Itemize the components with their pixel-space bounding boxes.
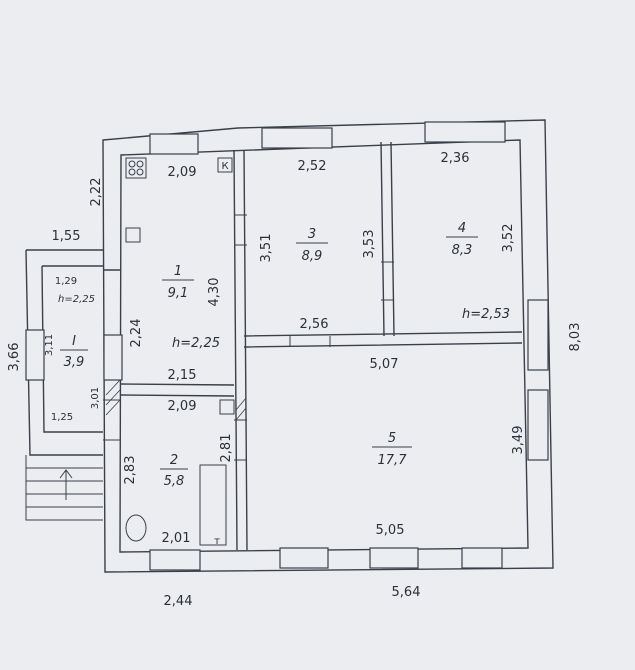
window [261, 127, 333, 149]
window [527, 299, 549, 371]
dim-2-09-bottom: 2,09 [168, 399, 197, 414]
room-1-number: 1 [174, 264, 182, 279]
dim-8-03: 8,03 [568, 323, 583, 352]
dim-2-81: 2,81 [219, 434, 234, 463]
window [527, 389, 549, 461]
height-vestibule: h=2,25 [58, 294, 95, 305]
dim-3-52: 3,52 [501, 224, 516, 253]
room-5-area: 17,7 [378, 453, 408, 468]
dim-2-56: 2,56 [300, 317, 329, 332]
dim-2-22: 2,22 [89, 178, 104, 207]
height-rooms-4-5: h=2,53 [462, 307, 510, 322]
dim-3-66: 3,66 [7, 343, 22, 372]
fixtures: К т [125, 157, 235, 547]
door-opening [289, 336, 331, 347]
dim-1-55: 1,55 [52, 229, 81, 244]
window [149, 133, 199, 155]
dim-3-53: 3,53 [362, 230, 377, 259]
room-I-area: 3,9 [64, 355, 85, 370]
room-4-area: 8,3 [452, 243, 473, 258]
wall-hatching [105, 379, 247, 421]
door-opening [103, 399, 121, 441]
room-labels: 1 9,1 2 5,8 3 8,9 4 8,3 5 17,7 I 3,9 [60, 221, 478, 489]
outer-walls [25, 119, 554, 573]
room-1-area: 9,1 [168, 286, 189, 301]
sink-icon [125, 227, 141, 243]
dim-4-30: 4,30 [207, 278, 222, 307]
room-5-number: 5 [388, 431, 396, 446]
dim-2-83: 2,83 [123, 456, 138, 485]
dimensions: 2,09 2,52 2,36 2,22 1,55 1,29 3,66 3,11 … [7, 151, 583, 609]
room-4-number: 4 [458, 221, 466, 236]
dim-2-09-top: 2,09 [168, 165, 197, 180]
dim-2-24: 2,24 [129, 319, 144, 348]
dim-3-11: 3,11 [44, 334, 55, 356]
windows [25, 121, 549, 571]
toilet-icon [125, 514, 147, 542]
dim-3-51: 3,51 [259, 234, 274, 263]
room-I-number: I [72, 334, 76, 349]
dim-2-01: 2,01 [162, 531, 191, 546]
window [279, 547, 329, 569]
window [369, 547, 419, 569]
boiler-icon [217, 157, 233, 173]
dim-2-15: 2,15 [168, 368, 197, 383]
dim-3-49: 3,49 [511, 426, 526, 455]
dim-1-29: 1,29 [55, 276, 77, 287]
height-room-1: h=2,25 [172, 336, 220, 351]
window [103, 334, 123, 381]
stove-icon [125, 157, 147, 179]
room-3-number: 3 [308, 227, 316, 242]
dim-2-44: 2,44 [164, 594, 193, 609]
chimney-icon [219, 399, 235, 415]
doors [103, 214, 394, 461]
dim-1-25: 1,25 [51, 412, 73, 423]
entry-arrow-icon [59, 469, 73, 500]
dim-2-36: 2,36 [441, 151, 470, 166]
room-3-area: 8,9 [302, 249, 323, 264]
dim-5-64: 5,64 [392, 585, 421, 600]
room-2-number: 2 [170, 453, 178, 468]
bathtub-icon [199, 464, 227, 546]
entry-steps [25, 455, 103, 521]
window [149, 549, 201, 571]
door-opening [381, 261, 394, 301]
dim-2-52: 2,52 [298, 159, 327, 174]
dim-3-01: 3,01 [90, 387, 101, 409]
dim-5-07: 5,07 [370, 357, 399, 372]
dim-5-05: 5,05 [376, 523, 405, 538]
heater-symbol: т [214, 536, 220, 547]
window [25, 329, 45, 381]
ceiling-heights: h=2,25 h=2,25 h=2,53 [58, 294, 510, 351]
door-opening [234, 214, 247, 246]
room-2-area: 5,8 [164, 474, 185, 489]
boiler-symbol: К [221, 161, 228, 172]
window [461, 547, 503, 569]
window [424, 121, 506, 143]
